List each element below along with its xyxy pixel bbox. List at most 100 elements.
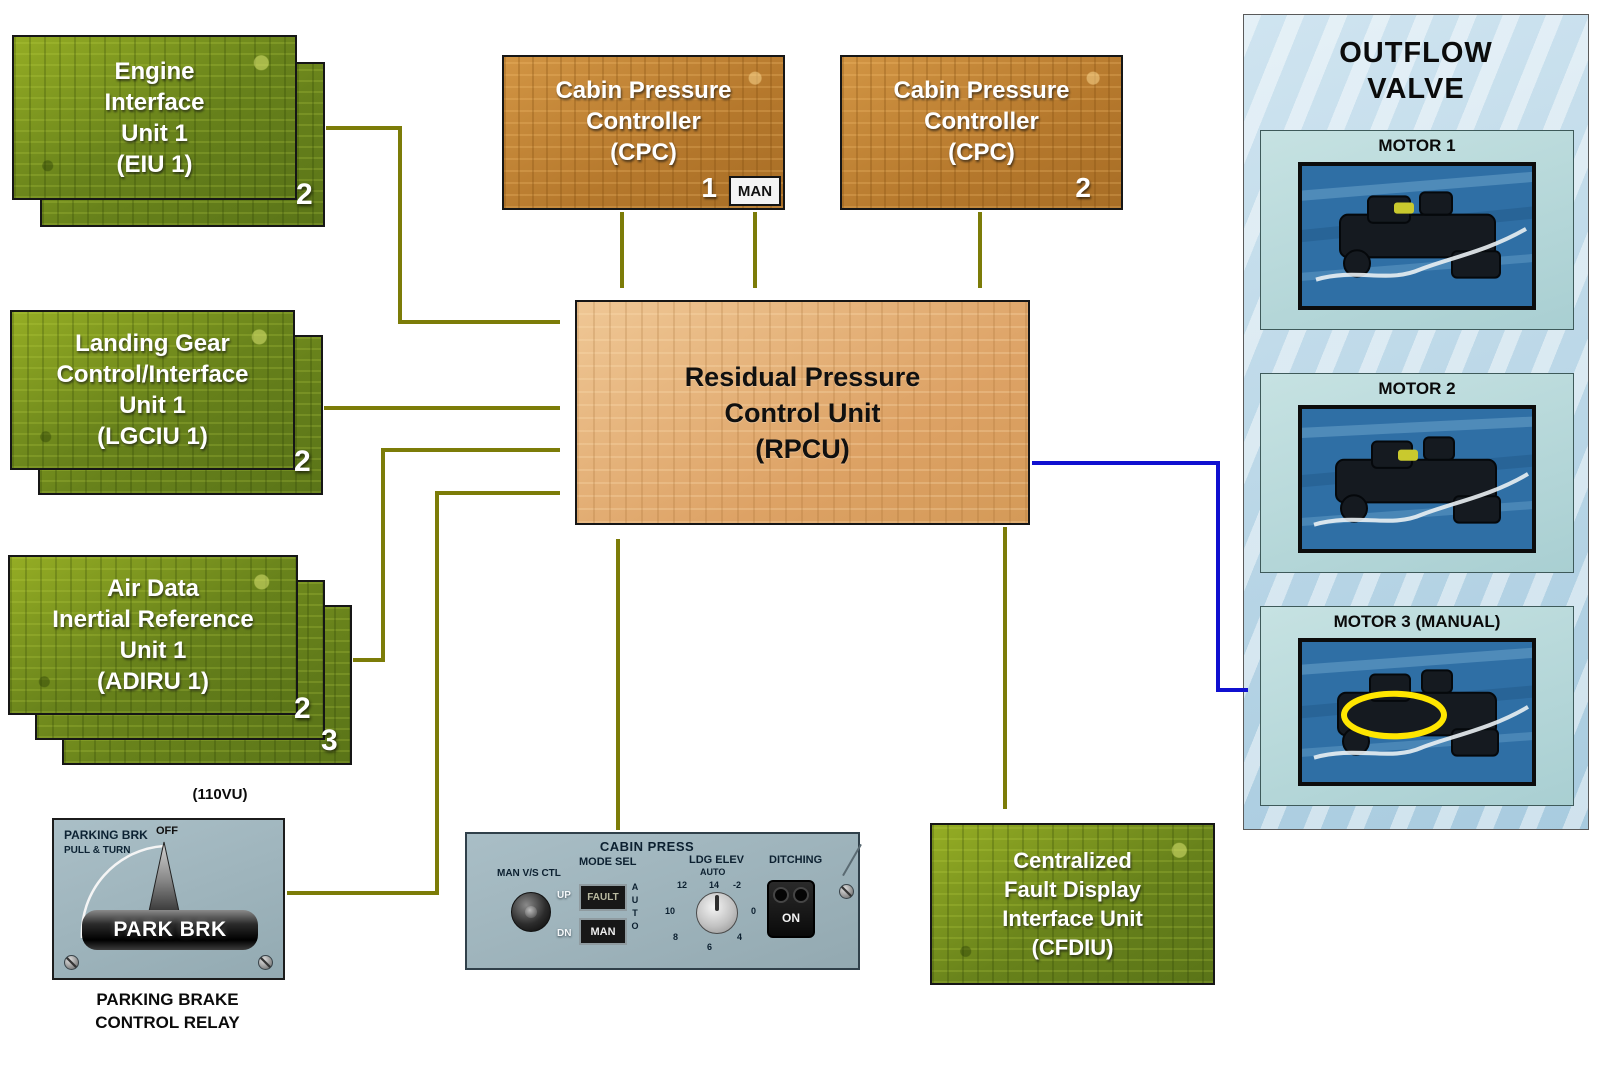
rpcu-box: Residual Pressure Control Unit (RPCU) [575, 300, 1030, 525]
ditching-on-label: ON [782, 911, 800, 925]
pull-turn-label: PULL & TURN [64, 845, 131, 856]
lgciu-box: Landing Gear Control/Interface Unit 1 (L… [10, 310, 295, 470]
ditching-switch: ON [767, 880, 815, 938]
text-line: Control Unit [724, 397, 881, 428]
motor1-photo-image [1302, 166, 1532, 306]
outflow-valve-title: OUTFLOW VALVE [1244, 35, 1588, 107]
panel-joint-line [842, 843, 862, 877]
cabin-press-title: CABIN PRESS [599, 839, 695, 854]
cfdiu-box: Centralized Fault Display Interface Unit… [930, 823, 1215, 985]
motor3-label: MOTOR 3 (MANUAL) [1333, 612, 1501, 631]
text-line: Centralized [1013, 848, 1132, 873]
screw-icon [258, 955, 273, 970]
text-line: Landing Gear [75, 330, 230, 357]
text-line: VALVE [1367, 73, 1465, 105]
text-line: (CFDIU) [1031, 935, 1114, 960]
text-line: Unit 1 [119, 637, 187, 664]
text-line: Unit 1 [119, 392, 186, 419]
adiru-title: Air Data Inertial Reference Unit 1 (ADIR… [10, 557, 296, 713]
cpc1-man-tag: MAN [729, 176, 781, 206]
text-line: (RPCU) [755, 433, 850, 464]
screw-icon [839, 884, 854, 899]
eiu-count-badge: 2 [296, 178, 313, 211]
rpcu-title: Residual Pressure Control Unit (RPCU) [577, 302, 1028, 523]
text-line: (CPC) [610, 139, 677, 166]
lgciu-title: Landing Gear Control/Interface Unit 1 (L… [12, 312, 293, 468]
man-tag-label: MAN [737, 182, 773, 200]
motor1-label: MOTOR 1 [1378, 136, 1456, 155]
text-line: Fault Display [1004, 877, 1141, 902]
cpc2-title: Cabin Pressure Controller (CPC) [842, 57, 1121, 208]
text-line: (CPC) [948, 139, 1015, 166]
motor3-photo [1298, 638, 1536, 786]
adiru-count-badge-2: 2 [294, 692, 311, 725]
dial-tick: 6 [707, 942, 713, 952]
dial-tick: 14 [709, 880, 720, 890]
text-line: Air Data [106, 575, 200, 602]
eiu-box: Engine Interface Unit 1 (EIU 1) [12, 35, 297, 200]
switch-guard-dot [793, 887, 809, 903]
outflow-valve-panel: OUTFLOW VALVE MOTOR 1 [1243, 14, 1589, 830]
text-line: Interface [104, 88, 205, 116]
cpc1-number: 1 [701, 172, 717, 203]
parking-brake-graphic [80, 841, 181, 939]
text-line: Cabin Pressure [555, 77, 732, 104]
park-brk-handle-label: PARK BRK [113, 918, 227, 941]
text-line: OUTFLOW [1339, 37, 1493, 69]
cfdiu-title: Centralized Fault Display Interface Unit… [932, 825, 1213, 983]
text-line: PARKING BRAKE [96, 990, 239, 1009]
ldg-elev-label: LDG ELEV [689, 854, 745, 866]
ldg-elev-knob [696, 892, 738, 934]
parking-brake-panel: PARKING BRK PULL & TURN OFF PARK BRK [52, 818, 285, 980]
text-line: Controller [586, 108, 701, 135]
dial-tick: 8 [673, 932, 679, 942]
text-line: (ADIRU 1) [97, 668, 209, 695]
mode-sel-man-button: MAN [579, 918, 627, 945]
dial-tick: 12 [677, 880, 688, 890]
cpc2-number: 2 [1075, 172, 1091, 203]
cabin-press-panel: CABIN PRESS MAN V/S CTL UP DN MODE SEL F… [465, 832, 862, 970]
ldg-elev-auto-label: AUTO [700, 867, 726, 877]
adiru-count-badge-3: 3 [321, 724, 338, 757]
fault-label: FAULT [587, 892, 619, 903]
park-brk-handle: PARK BRK [82, 910, 258, 950]
motor2-photo-image [1302, 409, 1532, 549]
park-brk-pointer [147, 841, 181, 917]
text-line: CONTROL RELAY [95, 1013, 240, 1032]
parking-brake-caption: PARKING BRAKE CONTROL RELAY [40, 988, 295, 1034]
motor2-label: MOTOR 2 [1378, 379, 1456, 398]
text-line: (LGCIU 1) [97, 423, 208, 450]
dn-label: DN [557, 928, 572, 939]
text-line: Engine [114, 57, 195, 85]
cpc2-box: Cabin Pressure Controller (CPC) 2 [840, 55, 1123, 210]
adiru-box: Air Data Inertial Reference Unit 1 (ADIR… [8, 555, 298, 715]
lgciu-count-badge: 2 [294, 445, 311, 478]
motor3-panel: MOTOR 3 (MANUAL) [1260, 606, 1574, 806]
ditching-label: DITCHING [769, 854, 823, 866]
auto-vertical-label: AUTO [630, 882, 640, 934]
manual-drive-highlight [1341, 690, 1447, 740]
motor1-photo [1298, 162, 1536, 310]
motor3-photo-image [1302, 642, 1532, 782]
dial-tick: -2 [733, 880, 742, 890]
up-label: UP [557, 890, 571, 901]
mode-sel-fault-button: FAULT [579, 884, 627, 911]
arrow-rpcu-to-motor3 [1032, 461, 1248, 692]
text-line: Controller [924, 108, 1039, 135]
man-vs-ctl-label: MAN V/S CTL [497, 868, 561, 879]
cpc1-title: Cabin Pressure Controller (CPC) [504, 57, 783, 208]
cpc1-box: Cabin Pressure Controller (CPC) 1 MAN [502, 55, 785, 210]
text-line: Inertial Reference [52, 606, 254, 633]
off-position-label: OFF [156, 825, 178, 837]
motor2-panel: MOTOR 2 [1260, 373, 1574, 573]
man-label: MAN [590, 925, 616, 938]
motor2-photo [1298, 405, 1536, 553]
text-line: Interface Unit [1002, 906, 1143, 931]
arrow-adiru-to-rpcu [353, 448, 560, 662]
switch-guard-dot [773, 887, 789, 903]
man-vs-ctl-knob [511, 892, 551, 932]
dial-tick: 4 [737, 932, 743, 942]
screw-icon [64, 955, 79, 970]
text-line: Residual Pressure [684, 361, 921, 392]
